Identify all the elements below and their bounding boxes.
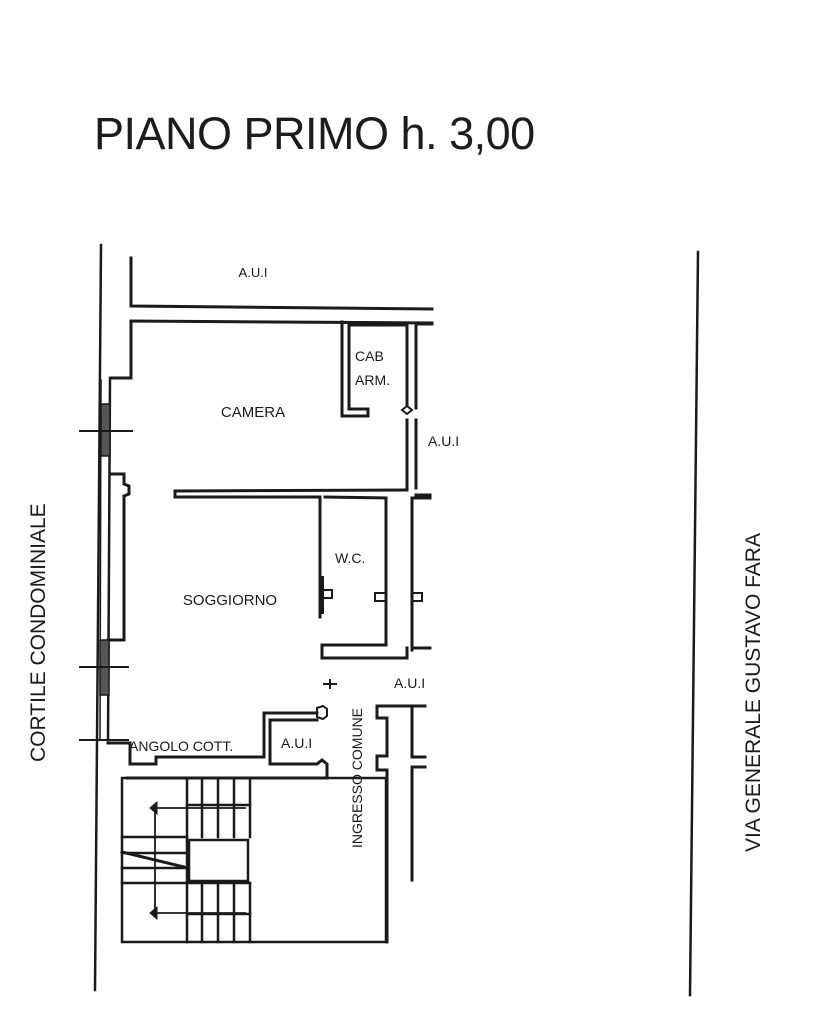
cortile-condominiale-label: CORTILE CONDOMINIALE: [27, 503, 50, 762]
wc-label: W.C.: [335, 550, 365, 566]
aui-bottom-label: A.U.I: [281, 735, 312, 751]
aui-top-label: A.U.I: [239, 265, 268, 280]
aui-right-label: A.U.I: [428, 433, 459, 449]
apartment-walls: [79, 319, 434, 944]
cab-arm-label-line1: CAB: [355, 348, 384, 364]
aui-right-lower-label: A.U.I: [394, 675, 425, 691]
via-generale-gustavo-fara-label: VIA GENERALE GUSTAVO FARA: [742, 533, 765, 852]
staircase: [120, 776, 388, 944]
street-boundary-line: [688, 250, 700, 997]
top-aui-wall: [129, 256, 434, 311]
page-title: PIANO PRIMO h. 3,00: [94, 108, 535, 159]
soggiorno-label: SOGGIORNO: [183, 592, 277, 609]
camera-label: CAMERA: [221, 404, 285, 421]
cab-arm-label-line2: ARM.: [355, 372, 390, 388]
ingresso-comune-label: INGRESSO COMUNE: [349, 708, 365, 848]
courtyard-boundary-line: [93, 243, 103, 992]
angolo-cottura-label: ANGOLO COTT.: [129, 738, 233, 754]
